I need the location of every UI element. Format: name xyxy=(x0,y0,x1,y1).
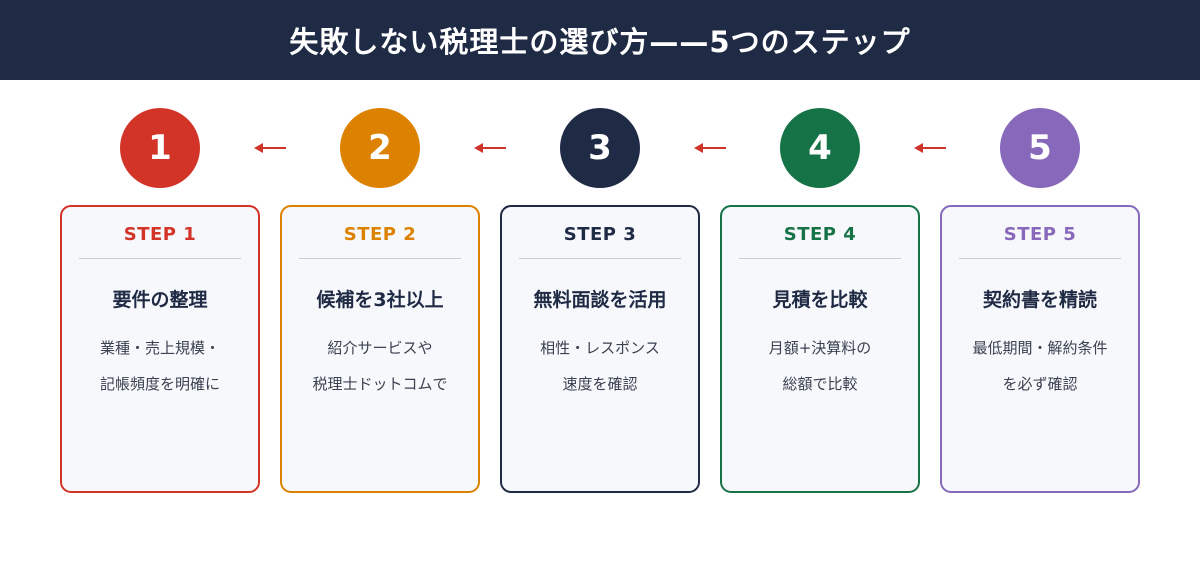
step-description: 月額+決算料の 総額で比較 xyxy=(722,330,918,402)
description-line: 総額で比較 xyxy=(782,375,858,393)
description-line: を必ず確認 xyxy=(1002,375,1078,393)
arrow-tail xyxy=(483,147,506,149)
description-line: 業種・売上規模・ xyxy=(99,339,220,357)
step-label: STEP 2 xyxy=(343,224,417,245)
step-description: 最低期間・解約条件 を必ず確認 xyxy=(942,330,1138,402)
step-3-number-circle: 3 xyxy=(560,108,640,188)
flow-arrow-icon xyxy=(914,143,946,153)
step-circle-cell: 1 xyxy=(60,108,260,188)
step-description: 業種・売上規模・ 記帳頻度を明確に xyxy=(62,330,258,402)
steps-flow: 1 2 3 4 5 STEP xyxy=(60,108,1140,493)
step-label: STEP 3 xyxy=(563,224,637,245)
arrow-tail xyxy=(703,147,726,149)
step-title: 契約書を精読 xyxy=(982,289,1097,311)
arrow-tail xyxy=(923,147,946,149)
step-5-card: STEP 5 契約書を精読 最低期間・解約条件 を必ず確認 xyxy=(940,205,1140,493)
header-banner: 失敗しない税理士の選び方——5つのステップ xyxy=(0,0,1200,80)
step-circle-cell: 5 xyxy=(940,108,1140,188)
flow-arrow-icon xyxy=(474,143,506,153)
step-title: 見積を比較 xyxy=(772,289,868,311)
description-line: 税理士ドットコムで xyxy=(312,375,448,393)
description-line: 相性・レスポンス xyxy=(540,339,660,357)
description-line: 月額+決算料の xyxy=(768,339,872,357)
page-title: 失敗しない税理士の選び方——5つのステップ xyxy=(289,25,911,59)
step-1-card: STEP 1 要件の整理 業種・売上規模・ 記帳頻度を明確に xyxy=(60,205,260,493)
step-5-number-circle: 5 xyxy=(1000,108,1080,188)
arrow-head xyxy=(474,143,483,153)
arrow-head xyxy=(914,143,923,153)
flow-arrow-icon xyxy=(694,143,726,153)
description-line: 記帳頻度を明確に xyxy=(99,375,220,393)
step-3-card: STEP 3 無料面談を活用 相性・レスポンス 速度を確認 xyxy=(500,205,700,493)
step-circles-row: 1 2 3 4 5 xyxy=(60,108,1140,188)
divider xyxy=(299,258,461,259)
step-description: 紹介サービスや 税理士ドットコムで xyxy=(282,330,478,402)
arrow-head xyxy=(694,143,703,153)
description-line: 最低期間・解約条件 xyxy=(972,339,1108,357)
step-4-card: STEP 4 見積を比較 月額+決算料の 総額で比較 xyxy=(720,205,920,493)
step-title: 要件の整理 xyxy=(112,289,208,311)
step-label: STEP 1 xyxy=(123,224,197,245)
step-description: 相性・レスポンス 速度を確認 xyxy=(502,330,698,402)
arrow-head xyxy=(254,143,263,153)
description-line: 紹介サービスや xyxy=(327,339,433,357)
step-label: STEP 5 xyxy=(1003,224,1077,245)
divider xyxy=(739,258,901,259)
step-1-number-circle: 1 xyxy=(120,108,200,188)
step-circle-cell: 2 xyxy=(280,108,480,188)
description-line: 速度を確認 xyxy=(562,375,638,393)
step-title: 無料面談を活用 xyxy=(533,289,667,311)
step-2-card: STEP 2 候補を3社以上 紹介サービスや 税理士ドットコムで xyxy=(280,205,480,493)
step-2-number-circle: 2 xyxy=(340,108,420,188)
divider xyxy=(519,258,681,259)
divider xyxy=(79,258,241,259)
step-cards-row: STEP 1 要件の整理 業種・売上規模・ 記帳頻度を明確に STEP 2 候補… xyxy=(60,205,1140,493)
divider xyxy=(959,258,1121,259)
step-circle-cell: 3 xyxy=(500,108,700,188)
step-4-number-circle: 4 xyxy=(780,108,860,188)
flow-arrow-icon xyxy=(254,143,286,153)
arrow-tail xyxy=(263,147,286,149)
step-circle-cell: 4 xyxy=(720,108,920,188)
step-label: STEP 4 xyxy=(783,224,857,245)
step-title: 候補を3社以上 xyxy=(316,289,444,311)
